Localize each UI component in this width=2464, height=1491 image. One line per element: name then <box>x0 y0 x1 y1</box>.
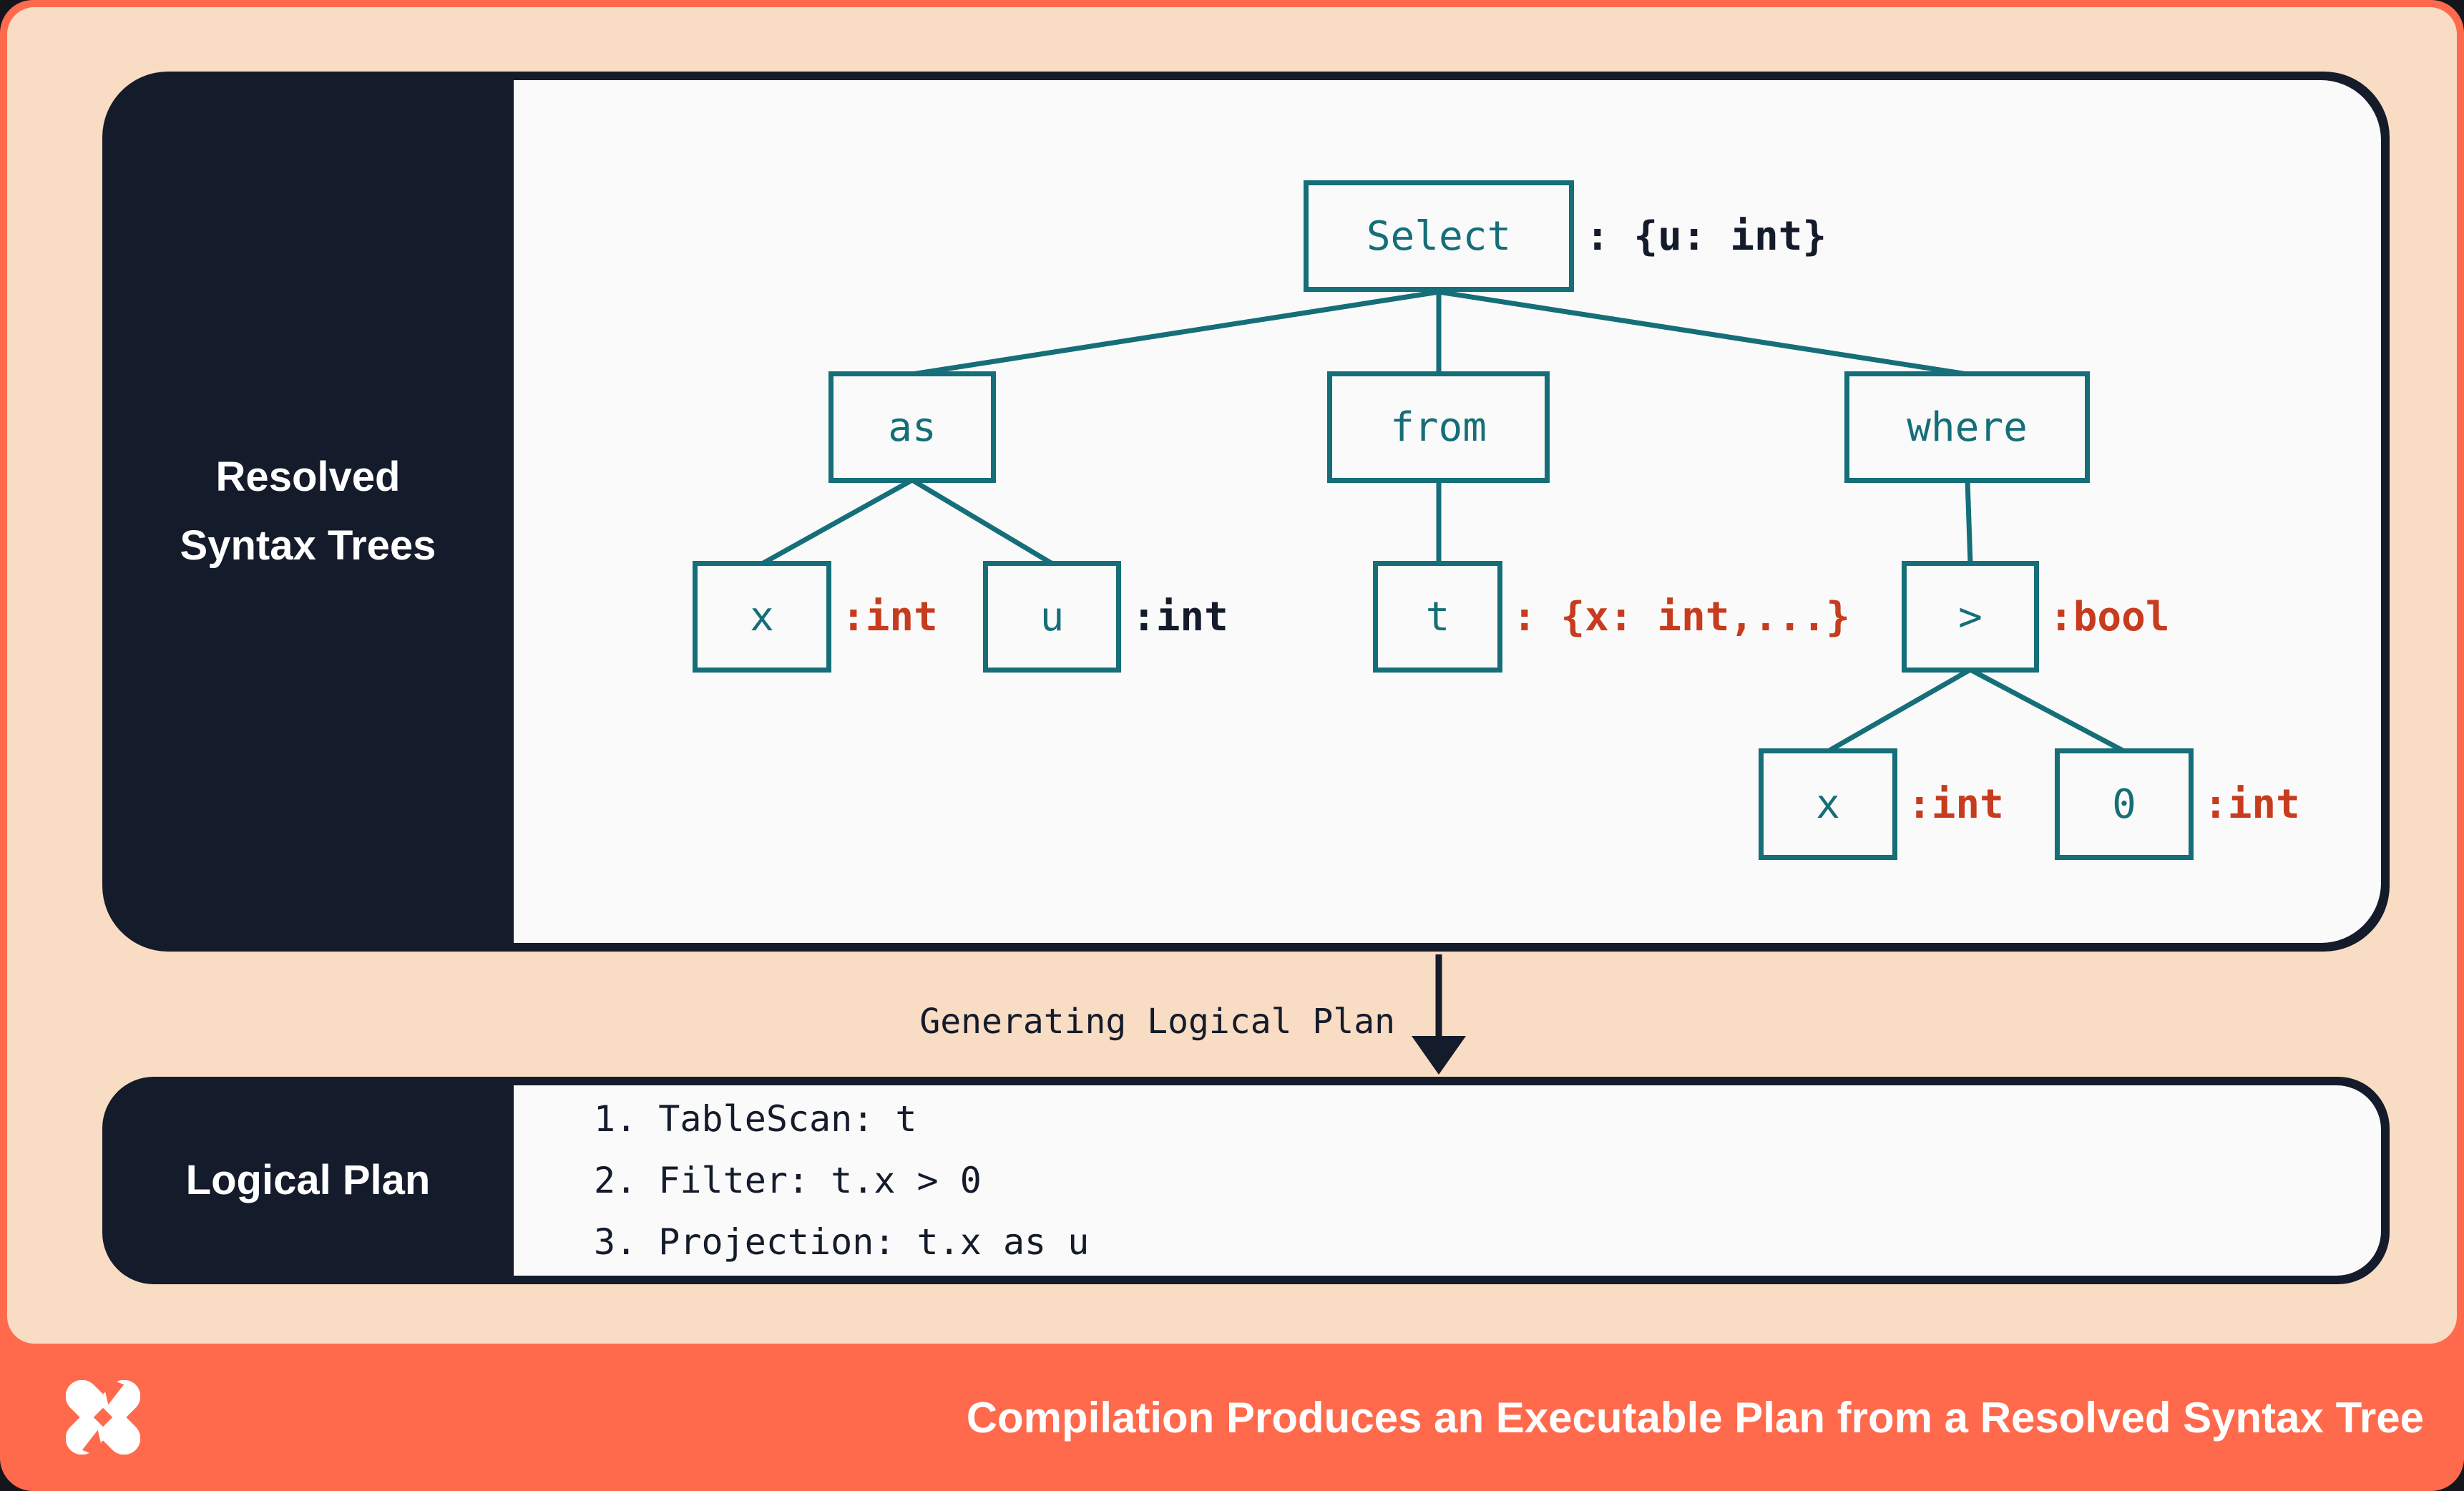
tree-node-t-from-type: : {x: int,...} <box>1512 593 1851 640</box>
resolved-panel-sidebar: Resolved Syntax Trees <box>102 72 514 952</box>
tree-node-gt-where-type: :bool <box>2049 593 2170 640</box>
resolved-panel-title-line2: Syntax Trees <box>180 522 436 569</box>
resolved-panel-title-line1: Resolved <box>215 454 401 500</box>
transition-label: Generating Logical Plan <box>919 1002 1395 1042</box>
tree-node-x-gt-label: x <box>1816 781 1840 828</box>
tree-node-from-label: from <box>1390 404 1487 451</box>
footer-title: Compilation Produces an Executable Plan … <box>966 1393 2424 1442</box>
tree-node-u-as-type: :int <box>1132 593 1228 640</box>
tree-node-t-from: t <box>1373 561 1502 673</box>
logical-plan-step-3: 3. Projection: t.x as u <box>594 1221 1090 1263</box>
tree-node-u-as-label: u <box>1040 593 1065 640</box>
tree-node-as: as <box>828 371 996 483</box>
tree-node-x-as-label: x <box>750 593 774 640</box>
tree-node-t-from-label: t <box>1425 593 1450 640</box>
logical-plan-title: Logical Plan <box>185 1157 431 1203</box>
tree-node-where: where <box>1844 371 2090 483</box>
tree-node-x-gt: x <box>1759 748 1897 860</box>
tree-node-u-as: u <box>983 561 1121 673</box>
tree-node-where-label: where <box>1907 404 2028 451</box>
tree-node-select: Select <box>1304 180 1574 292</box>
tree-node-select-label: Select <box>1366 212 1512 260</box>
tree-node-zero-gt-type: :int <box>2204 781 2300 828</box>
tree-node-from: from <box>1327 371 1550 483</box>
tree-node-zero-gt-label: 0 <box>2112 781 2136 828</box>
resolved-syntax-trees-panel: Resolved Syntax Trees <box>102 72 2390 952</box>
tree-node-x-as-type: :int <box>841 593 938 640</box>
tree-node-gt-where-label: > <box>1958 593 1983 640</box>
logical-plan-panel: 1. TableScan: t 2. Filter: t.x > 0 3. Pr… <box>102 1077 2390 1284</box>
tree-node-gt-where: > <box>1902 561 2039 673</box>
tree-node-as-label: as <box>888 404 937 451</box>
brand-logo-icon <box>66 1380 140 1455</box>
tree-node-select-type: : {u: int} <box>1585 212 1827 260</box>
tree-node-x-gt-type: :int <box>1907 781 2004 828</box>
logical-plan-content: 1. TableScan: t 2. Filter: t.x > 0 3. Pr… <box>514 1085 2381 1276</box>
tree-node-x-as: x <box>693 561 831 673</box>
logical-plan-step-1: 1. TableScan: t <box>594 1098 917 1140</box>
footer-bar: Compilation Produces an Executable Plan … <box>0 1344 2464 1491</box>
tree-node-zero-gt: 0 <box>2055 748 2194 860</box>
logical-plan-sidebar: Logical Plan <box>102 1077 514 1284</box>
logical-plan-step-2: 2. Filter: t.x > 0 <box>594 1160 982 1201</box>
